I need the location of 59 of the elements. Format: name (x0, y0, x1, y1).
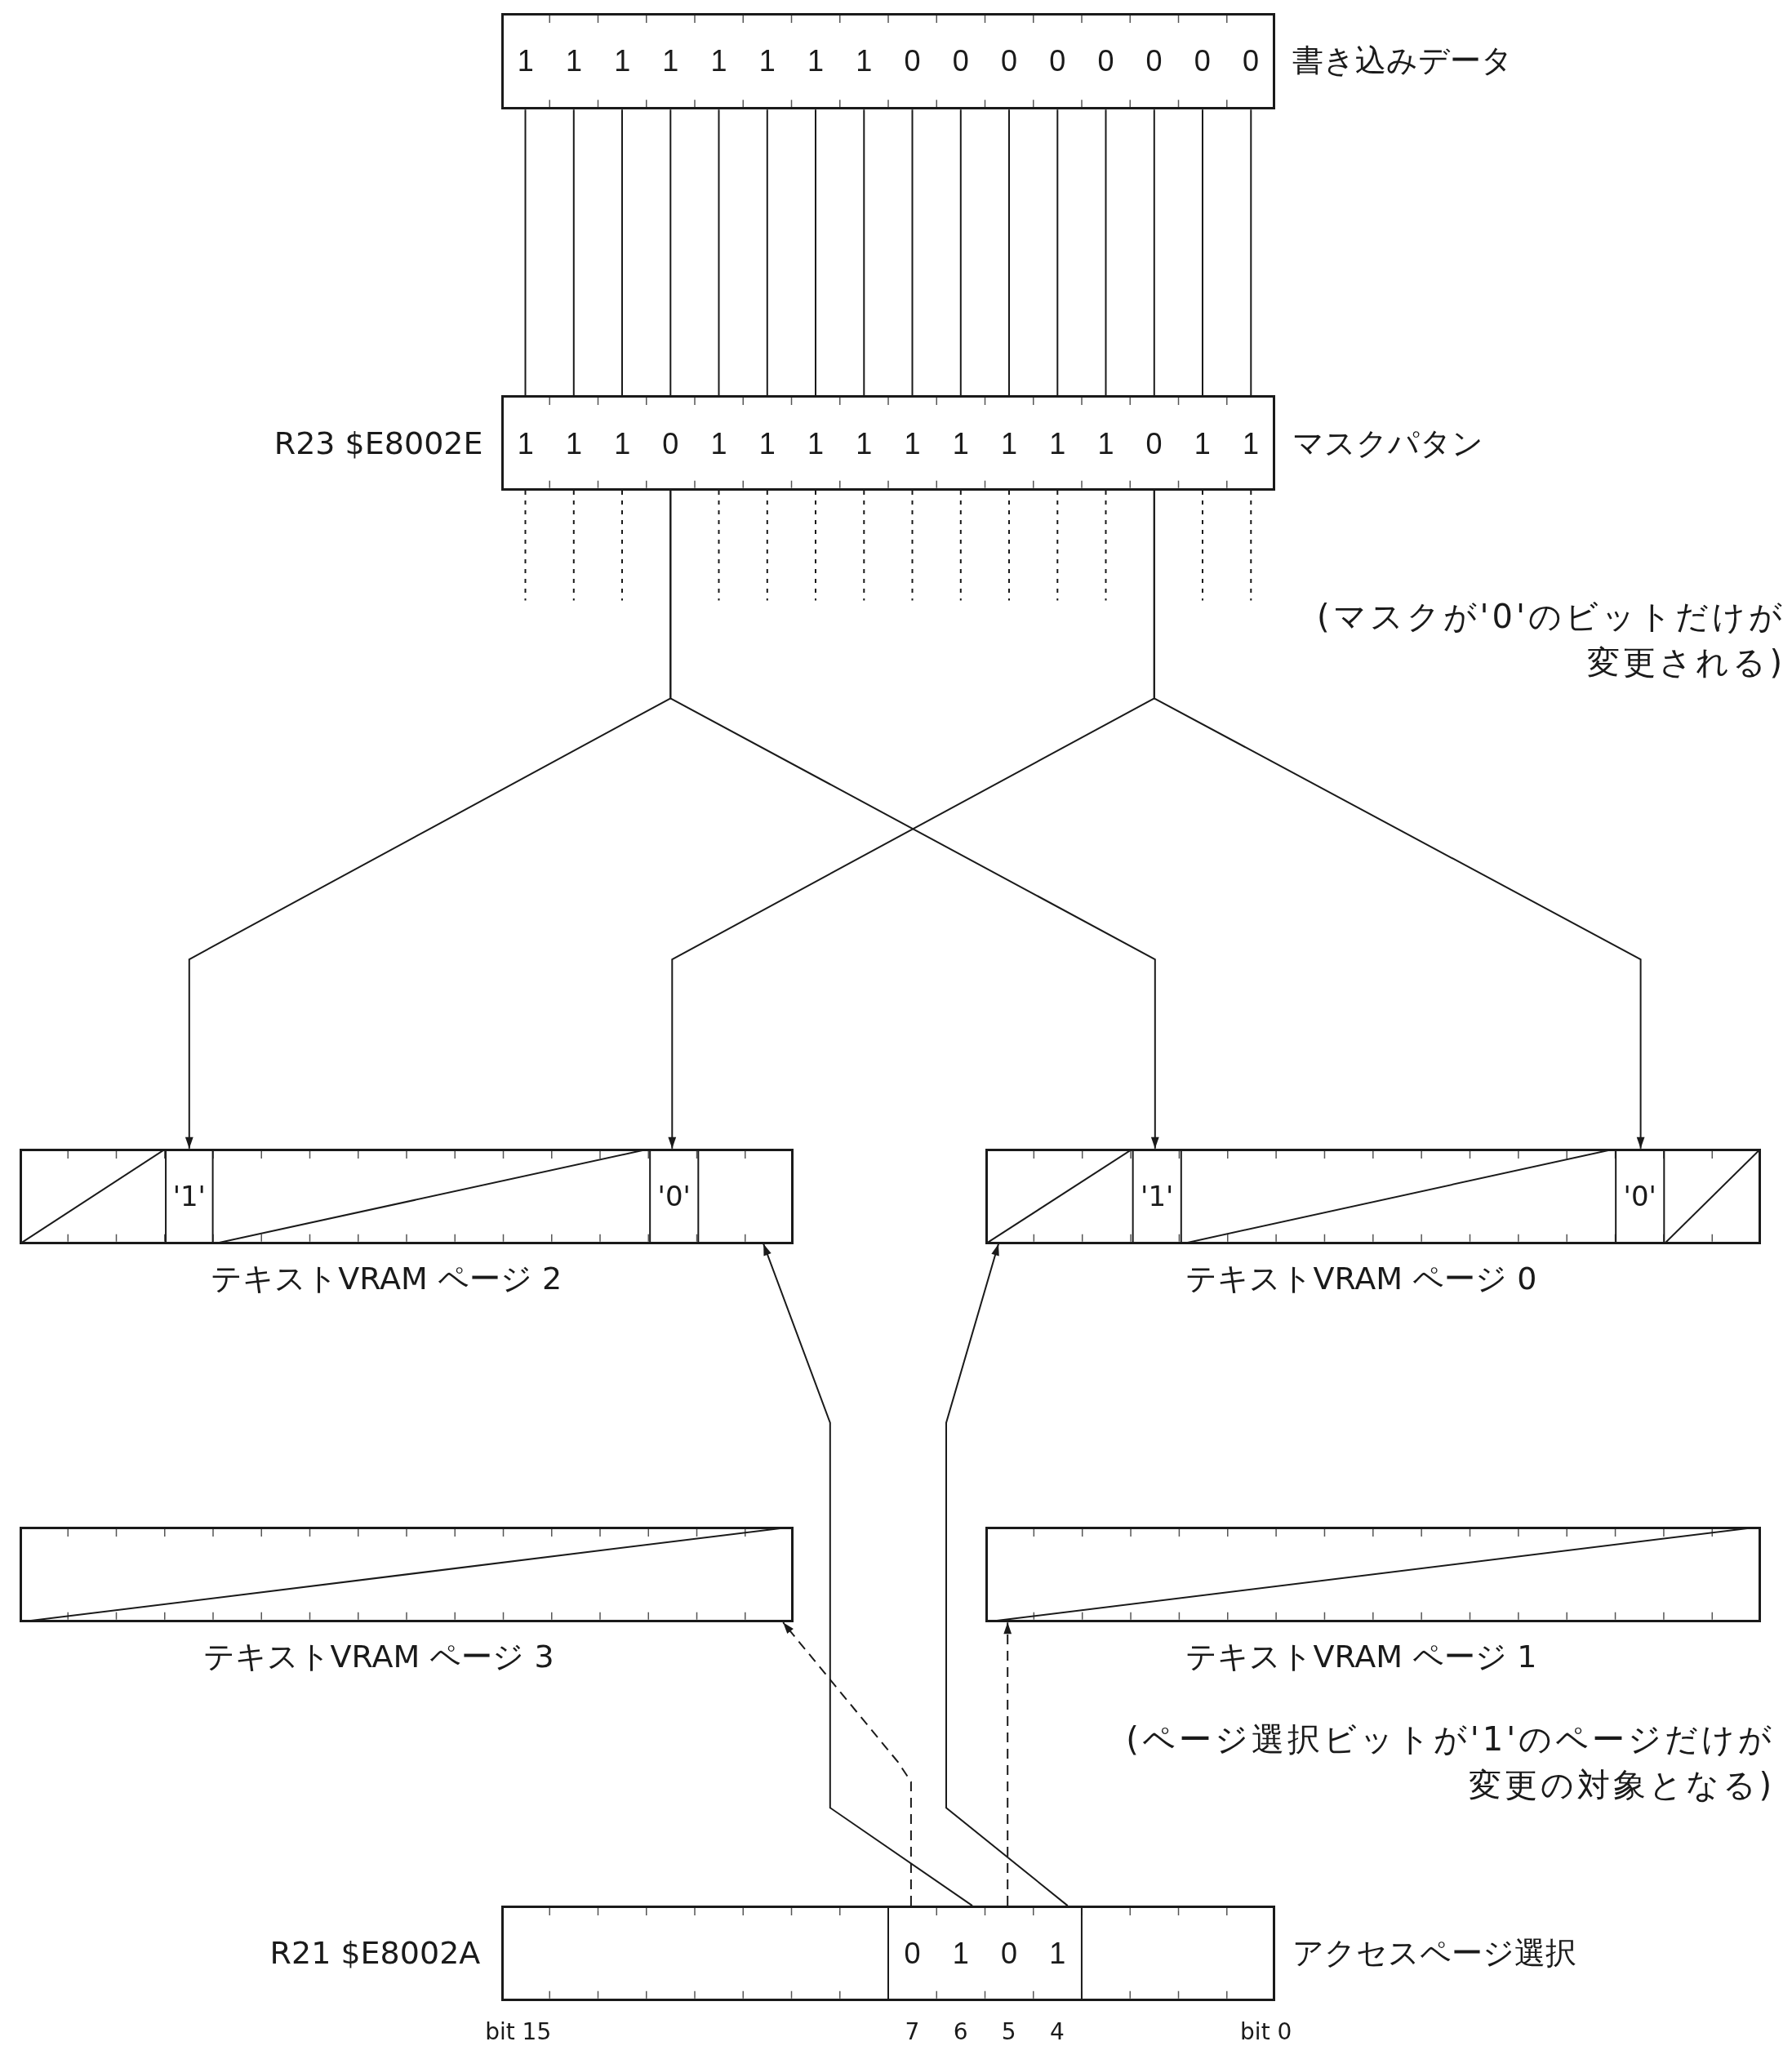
connector-line (669, 109, 672, 397)
page-caption: テキストVRAM ページ 2 (211, 1261, 563, 1297)
connector-line (1056, 109, 1059, 397)
register-name: 書き込みデータ (1292, 43, 1513, 79)
page-caption: テキストVRAM ページ 1 (1185, 1639, 1537, 1676)
connector-line (718, 109, 720, 397)
dotted-line (815, 490, 816, 602)
register-label: R21 $E8002A (269, 1936, 481, 1973)
connector-line (1202, 109, 1203, 397)
connector-line (815, 109, 816, 397)
dotted-line (959, 490, 962, 602)
connector-line (959, 109, 962, 397)
register-label: R23 $E8002E (273, 425, 483, 462)
arrow (1153, 490, 1645, 1150)
connector-line (911, 109, 914, 397)
bit-number: bit 0 (1240, 2019, 1292, 2046)
dotted-line (1202, 490, 1203, 602)
dotted-line (572, 490, 575, 602)
dotted-line (766, 490, 768, 602)
dotted-line (1056, 490, 1059, 602)
connector-line (766, 109, 768, 397)
connector-line (524, 109, 527, 397)
arrow (763, 1243, 973, 1907)
bit-number: 5 (1001, 2019, 1016, 2046)
dotted-line (1250, 490, 1252, 602)
dotted-line (621, 490, 623, 602)
dotted-line (1008, 490, 1010, 602)
register-name: アクセスページ選択 (1292, 1936, 1576, 1973)
arrow (782, 1621, 912, 1907)
connector-line (1153, 109, 1155, 397)
connector-line (572, 109, 575, 397)
dotted-line (524, 490, 527, 602)
connector-line (1250, 109, 1252, 397)
connector-line (621, 109, 623, 397)
arrow (945, 1243, 1069, 1907)
cell-value: '0' (657, 1181, 691, 1213)
bit-values: 1 1 1 1 1 1 1 1 0 0 0 0 0 0 0 0 (516, 44, 1271, 78)
dotted-line (863, 490, 865, 602)
cell-value: '0' (1623, 1181, 1656, 1213)
dotted-line (718, 490, 720, 602)
connector-line (863, 109, 865, 397)
page-caption: テキストVRAM ページ 3 (202, 1639, 554, 1676)
connector-line (1008, 109, 1010, 397)
cell-value: '1' (172, 1181, 206, 1213)
cell-value: '1' (1141, 1181, 1174, 1213)
arrow (1003, 1621, 1012, 1907)
note-text: (マスクが'0'のビットだけが変更される) (1315, 597, 1785, 683)
bit-number: bit 15 (485, 2019, 552, 2046)
bit-number: 7 (905, 2019, 920, 2046)
bit-number: 4 (1050, 2019, 1065, 2046)
dotted-line (911, 490, 914, 602)
bit-number: 6 (953, 2019, 968, 2046)
note-text: (ページ選択ビットが'1'のページだけが変更の対象となる) (1125, 1719, 1776, 1806)
connector-line (1105, 109, 1107, 397)
bit-values: 1 1 1 0 1 1 1 1 1 1 1 1 1 0 1 1 (516, 426, 1271, 461)
dotted-line (1105, 490, 1107, 602)
register-name: マスクパタン (1292, 425, 1483, 462)
bit-values: 0 1 0 1 (903, 1937, 1078, 1971)
page-caption: テキストVRAM ページ 0 (1185, 1261, 1537, 1297)
